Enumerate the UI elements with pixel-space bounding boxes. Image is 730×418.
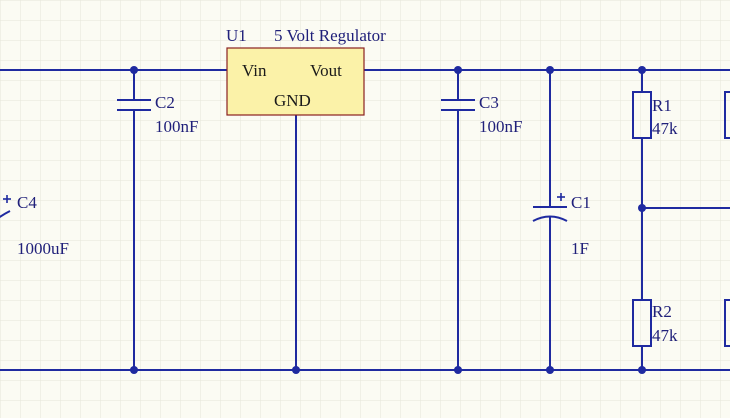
c4-value: 1000uF xyxy=(17,239,69,258)
junction-c1-top xyxy=(546,66,554,74)
c1-designator: C1 xyxy=(571,193,591,212)
c3-designator: C3 xyxy=(479,93,499,112)
offscreen-component-top xyxy=(724,91,730,139)
c2-value: 100nF xyxy=(155,117,199,136)
offscreen-component-bottom xyxy=(724,299,730,347)
c3-value: 100nF xyxy=(479,117,523,136)
r2-value: 47k xyxy=(652,326,678,345)
junction-r2-bottom xyxy=(638,366,646,374)
regulator-body xyxy=(226,47,365,116)
regulator-designator: U1 xyxy=(226,26,247,45)
regulator-pin-vin: Vin xyxy=(242,61,267,80)
regulator-title: 5 Volt Regulator xyxy=(274,26,386,45)
junction-gnd xyxy=(292,366,300,374)
r1-designator: R1 xyxy=(652,96,672,115)
junction-divider-mid xyxy=(638,204,646,212)
junction-r1-top xyxy=(638,66,646,74)
c2-designator: C2 xyxy=(155,93,175,112)
junction-c3-top xyxy=(454,66,462,74)
junction-c3-bottom xyxy=(454,366,462,374)
regulator-pin-vout: Vout xyxy=(310,61,342,80)
r1-value: 47k xyxy=(652,119,678,138)
c4-designator: C4 xyxy=(17,193,37,212)
c4-plate-curved xyxy=(0,210,11,218)
junction-c2-bottom xyxy=(130,366,138,374)
junction-c2-top xyxy=(130,66,138,74)
c1-value: 1F xyxy=(571,239,589,258)
junction-c1-bottom xyxy=(546,366,554,374)
regulator-pin-gnd: GND xyxy=(274,91,311,110)
r2-designator: R2 xyxy=(652,302,672,321)
